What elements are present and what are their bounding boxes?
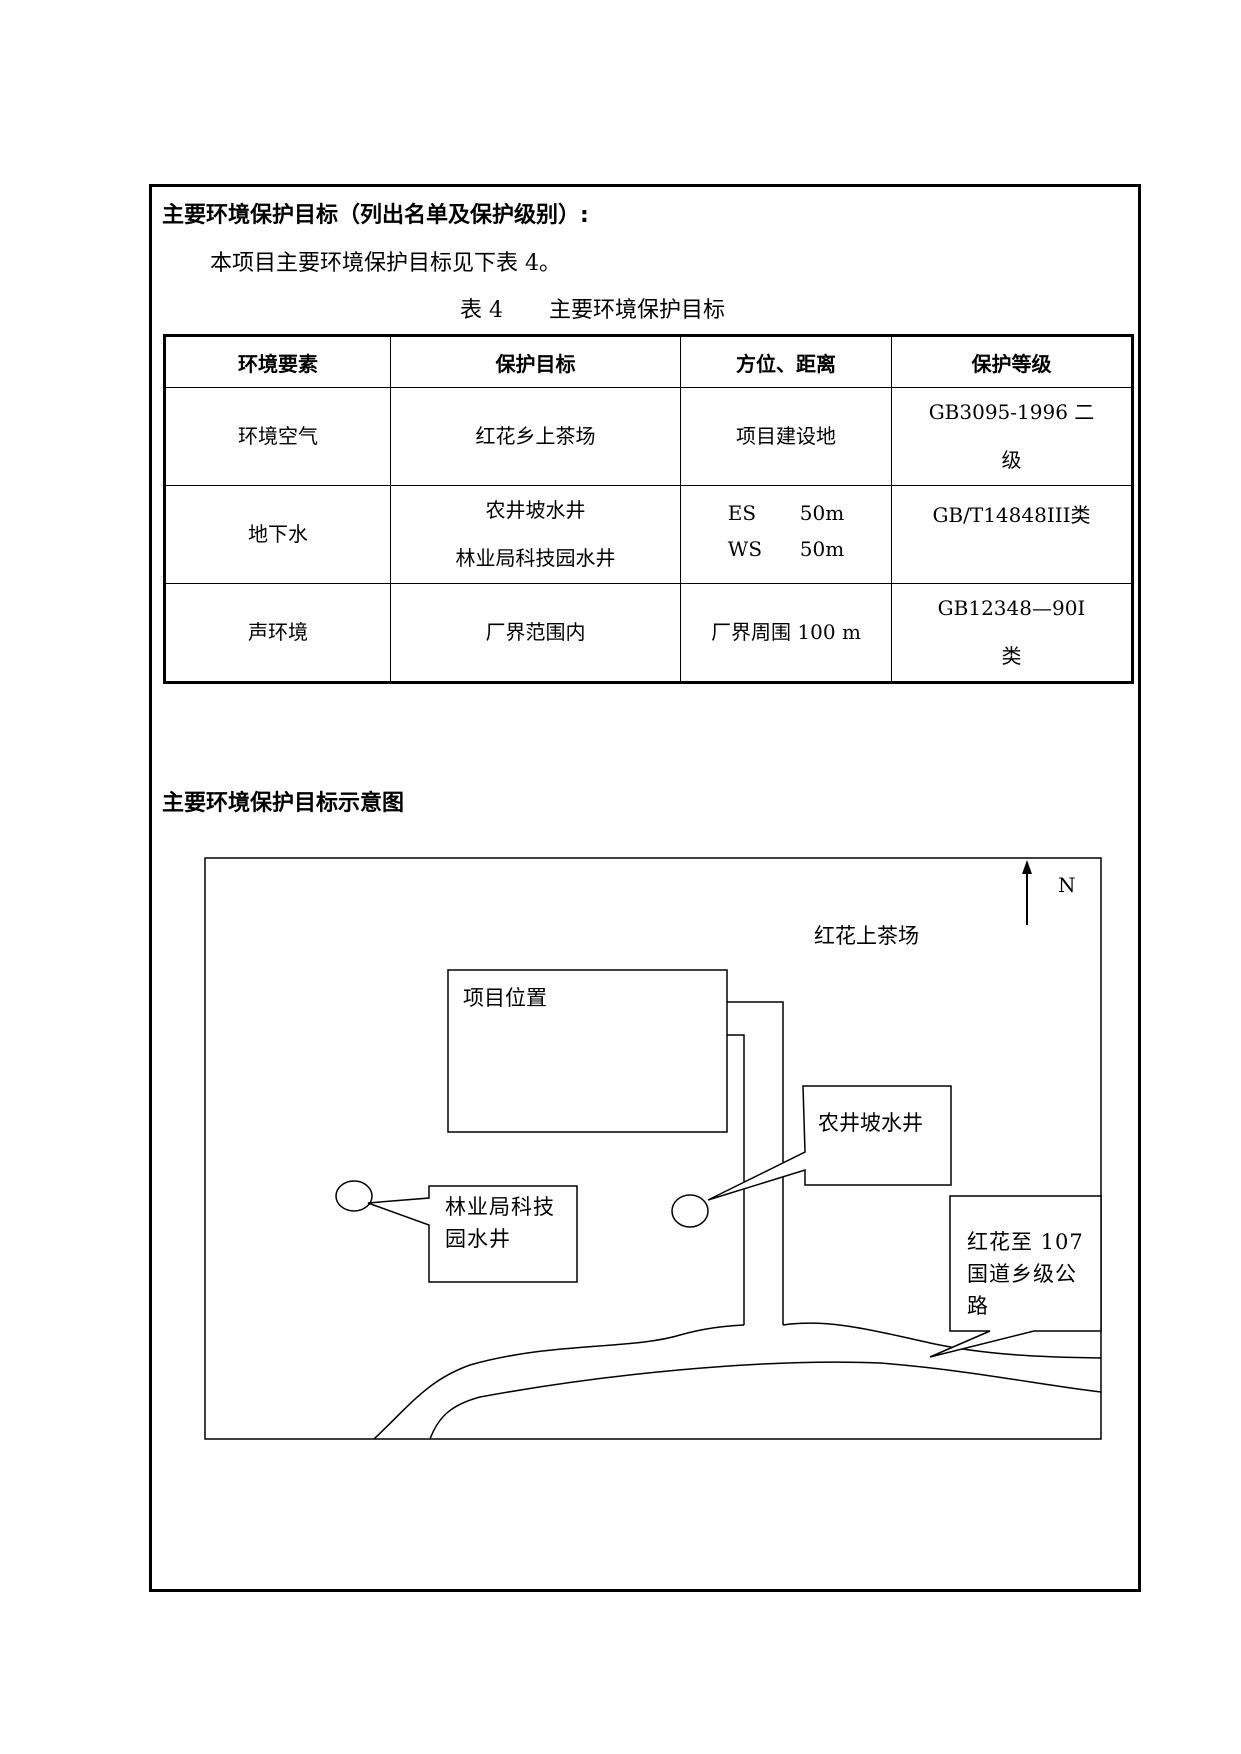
east-well-marker — [671, 1194, 709, 1228]
tea-farm-label: 红花上茶场 — [814, 924, 919, 948]
table-caption-title: 主要环境保护目标 — [549, 298, 726, 323]
north-label: N — [1058, 873, 1076, 897]
highway-north-edge-west — [373, 1324, 745, 1440]
road-label: 红花至 107 国道乡级公路 — [967, 1230, 1084, 1318]
table-header-row: 环境要素 保护目标 方位、距离 保护等级 — [164, 335, 1133, 388]
table-row: 地下水 农井坡水井 林业局科技园水井 ES 50m WS 50m GB/T14848… — [164, 484, 1133, 584]
cell-level: GB12348—90Ⅰ 类 — [891, 582, 1133, 684]
cell-distance: 项目建设地 — [680, 387, 892, 486]
cell-level-line: GB12348—90Ⅰ — [937, 596, 1086, 621]
table-caption: 表 4 主要环境保护目标 — [460, 292, 725, 324]
section-title-diagram: 主要环境保护目标示意图 — [162, 791, 405, 816]
table-row: 环境空气 红花乡上茶场 项目建设地 GB3095-1996 二 级 — [164, 387, 1133, 486]
highway-south-edge — [429, 1361, 1102, 1440]
access-road-east-edge — [727, 1001, 784, 1325]
direction: WS — [727, 537, 763, 562]
header-target: 保护目标 — [390, 335, 681, 388]
cell-element: 环境空气 — [164, 387, 391, 486]
table-caption-number: 表 4 — [460, 298, 503, 323]
cell-target-line: 林业局科技园水井 — [455, 546, 616, 571]
cell-element: 声环境 — [164, 582, 391, 684]
cell-level-line: 级 — [1001, 448, 1022, 473]
distance-value: 50m — [799, 501, 845, 526]
east-well-label: 农井坡水井 — [818, 1111, 923, 1135]
diagram-border — [204, 857, 1102, 1440]
cell-target-line: 农井坡水井 — [485, 498, 586, 523]
cell-distance: ES 50m WS 50m — [680, 484, 892, 584]
page-frame — [149, 184, 1141, 1592]
north-arrow-icon — [1022, 860, 1032, 874]
west-well-label: 林业局科技园水井 — [445, 1195, 555, 1251]
table-row: 声环境 厂界范围内 厂界周围 100 m GB12348—90Ⅰ 类 — [164, 582, 1133, 684]
header-distance: 方位、距离 — [680, 335, 892, 388]
cell-level-line: GB3095-1996 二 — [928, 400, 1095, 425]
cell-target: 厂界范围内 — [390, 582, 681, 684]
direction: ES — [727, 501, 757, 526]
cell-level-line: 类 — [1001, 644, 1022, 669]
cell-distance: 厂界周围 100 m — [680, 582, 892, 684]
cell-element: 地下水 — [164, 484, 391, 584]
road-callout — [929, 1195, 1102, 1358]
header-level: 保护等级 — [891, 335, 1133, 388]
distance-value: 50m — [799, 537, 845, 562]
intro-paragraph: 本项目主要环境保护目标见下表 4。 — [210, 251, 561, 276]
cell-target: 农井坡水井 林业局科技园水井 — [390, 484, 681, 584]
access-road-west-edge — [727, 1034, 745, 1325]
west-well-callout — [367, 1185, 578, 1283]
east-well-callout — [707, 1085, 952, 1201]
cell-target: 红花乡上茶场 — [390, 387, 681, 486]
project-location-box — [447, 969, 728, 1133]
west-well-marker — [335, 1180, 373, 1212]
cell-level: GB3095-1996 二 级 — [891, 387, 1133, 486]
section-title-protection-targets: 主要环境保护目标（列出名单及保护级别）: — [162, 203, 589, 228]
project-location-label: 项目位置 — [463, 986, 547, 1010]
highway-north-edge-east — [782, 1322, 1102, 1359]
cell-level: GB/T14848III类 — [891, 484, 1133, 584]
protection-targets-table: 环境要素 保护目标 方位、距离 保护等级 环境空气 红花乡上茶场 项目建设地 G… — [163, 334, 1134, 684]
header-element: 环境要素 — [164, 335, 391, 388]
